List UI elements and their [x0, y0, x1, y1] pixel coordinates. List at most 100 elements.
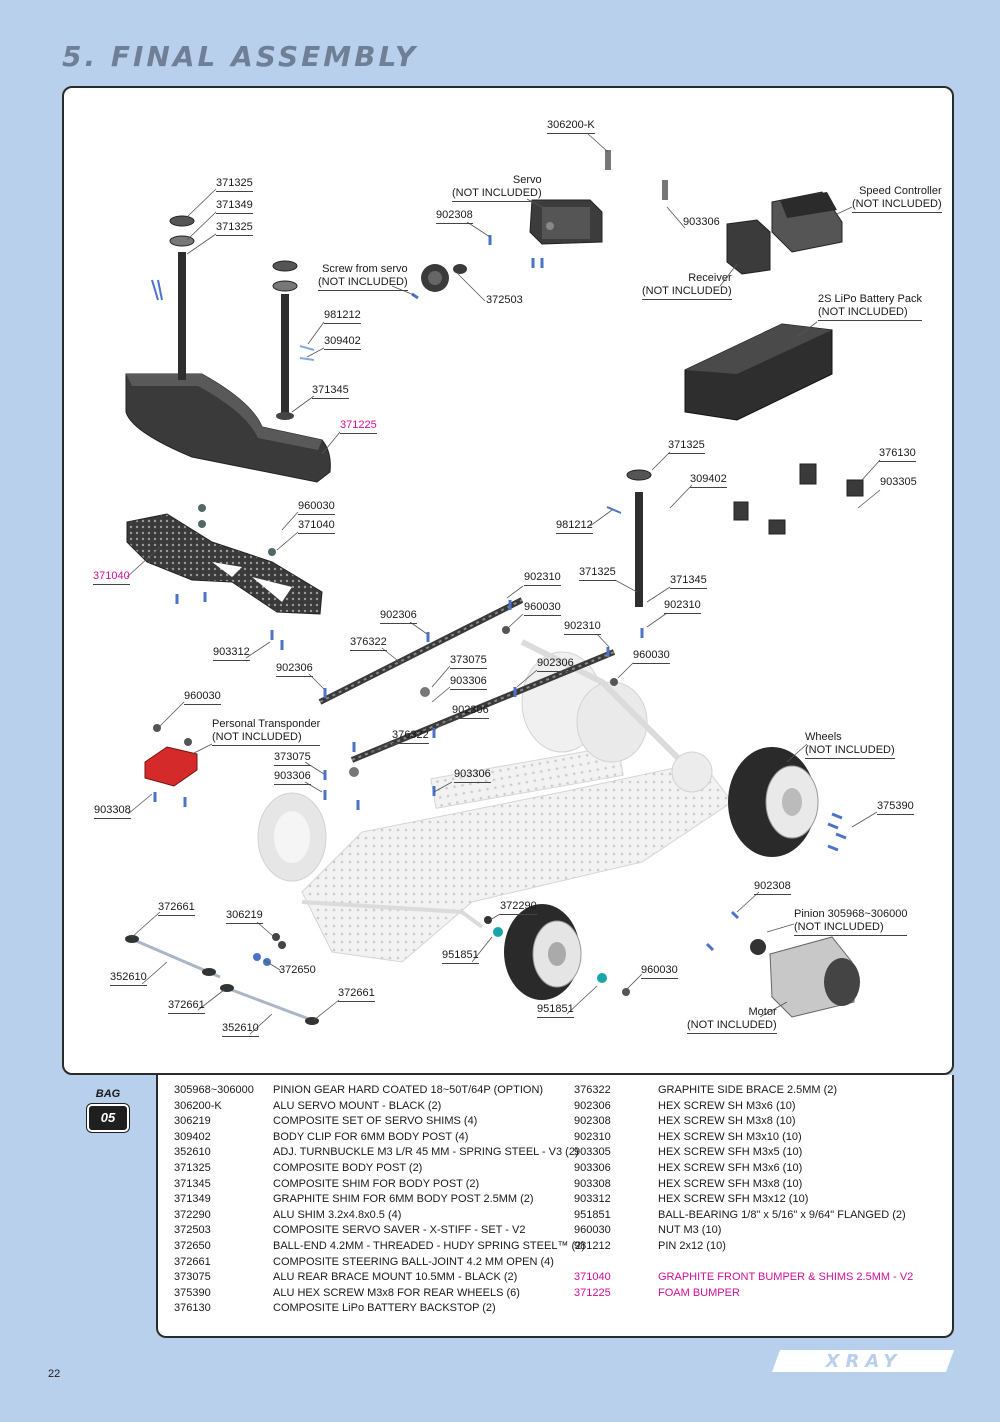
part-description: ALU HEX SCREW M3x8 FOR REAR WHEELS (6) [273, 1286, 520, 1299]
callout-label: 373075 [274, 751, 311, 766]
callout-label: 376322 [392, 729, 429, 744]
callout-label: 372503 [486, 294, 523, 306]
callout-label: 309402 [324, 335, 361, 350]
battery-pack [684, 323, 833, 421]
parts-list-row: 306219 COMPOSITE SET OF SERVO SHIMS (4) [174, 1114, 585, 1130]
battery-backstops [733, 463, 864, 535]
part-description: HEX SCREW SFH M3x12 (10) [658, 1193, 809, 1206]
callout-label: 371325 [216, 177, 253, 192]
part-description: HEX SCREW SH M3x8 (10) [658, 1115, 796, 1128]
part-description: COMPOSITE SET OF SERVO SHIMS (4) [273, 1115, 478, 1128]
callout-label: 372650 [279, 964, 316, 976]
callout-label: 375390 [877, 800, 914, 815]
part-description: ALU REAR BRACE MOUNT 10.5MM - BLACK (2) [273, 1271, 518, 1284]
part-description: COMPOSITE SERVO SAVER - X-STIFF - SET - … [273, 1224, 526, 1237]
parts-list-row: 371349 GRAPHITE SHIM FOR 6MM BODY POST 2.… [174, 1192, 585, 1208]
callout-label: 960030 [633, 649, 670, 664]
callout-label: 960030 [641, 964, 678, 979]
steering-linkages [125, 933, 319, 1025]
callout-label: Screw from servo(NOT INCLUDED) [318, 263, 408, 291]
callout-label: 306200-K [547, 119, 595, 134]
motor [750, 936, 860, 1018]
part-description: GRAPHITE SHIM FOR 6MM BODY POST 2.5MM (2… [273, 1193, 534, 1206]
callout-label: 902306 [380, 609, 417, 624]
page-title: 5. FINAL ASSEMBLY [62, 40, 419, 73]
part-description: ADJ. TURNBUCKLE M3 L/R 45 MM - SPRING ST… [273, 1146, 579, 1159]
callout-label: 371325 [216, 221, 253, 236]
callout-label: Personal Transponder(NOT INCLUDED) [212, 718, 321, 746]
part-code: 306219 [174, 1115, 211, 1128]
callout-label: 376130 [879, 447, 916, 462]
part-description: HEX SCREW SH M3x6 (10) [658, 1099, 796, 1112]
part-description: PINION GEAR HARD COATED 18~50T/64P (OPTI… [273, 1084, 544, 1096]
callout-label: 902310 [564, 620, 601, 635]
bag-badge: BAG 05 [86, 1088, 130, 1132]
part-code: 371349 [174, 1193, 211, 1206]
page-number: 22 [48, 1368, 61, 1380]
callout-label: 902306 [537, 657, 574, 672]
callout-label-highlight: 371040 [93, 570, 130, 585]
part-description: COMPOSITE STEERING BALL-JOINT 4.2 MM OPE… [273, 1255, 554, 1268]
parts-list: 305968~306000 PINION GEAR HARD COATED 18~… [156, 1075, 954, 1338]
part-description: HEX SCREW SFH M3x8 (10) [658, 1177, 803, 1190]
callout-label-highlight: 371225 [340, 419, 377, 434]
callout-label: 902306 [276, 662, 313, 677]
callout-label: 981212 [556, 519, 593, 534]
callout-label: 371040 [298, 519, 335, 534]
callout-label: 951851 [537, 1003, 574, 1018]
small-hardware [153, 600, 847, 996]
callout-label: 309402 [690, 473, 727, 488]
side-braces [318, 597, 616, 763]
callout-label: 903305 [880, 476, 917, 488]
part-code: 372290 [174, 1208, 211, 1221]
part-description: BODY CLIP FOR 6MM BODY POST (4) [273, 1130, 469, 1143]
part-description: NUT M3 (10) [658, 1224, 722, 1237]
part-code: 981212 [574, 1239, 611, 1252]
leader-lines [126, 132, 881, 1035]
chassis-background [257, 639, 733, 963]
personal-transponder [144, 746, 198, 787]
servo-group [411, 150, 668, 300]
callout-label: 372290 [500, 900, 537, 915]
part-description: PIN 2x12 (10) [658, 1239, 726, 1252]
part-code: 376130 [174, 1302, 211, 1315]
callout-label: 372661 [158, 901, 195, 916]
part-description: FOAM BUMPER [658, 1286, 740, 1299]
parts-list-row: 371040 GRAPHITE FRONT BUMPER & SHIMS 2.5M… [574, 1270, 913, 1286]
xray-logo: XRAY [772, 1348, 958, 1379]
part-description: GRAPHITE FRONT BUMPER & SHIMS 2.5MM - V2 [658, 1271, 914, 1284]
part-code: 371040 [574, 1271, 611, 1284]
part-code: 903305 [574, 1146, 611, 1159]
callout-label: 371349 [216, 199, 253, 214]
callout-label: Speed Controller(NOT INCLUDED) [852, 185, 942, 213]
callout-label: 2S LiPo Battery Pack(NOT INCLUDED) [818, 293, 922, 321]
part-code: 373075 [174, 1271, 211, 1284]
callout-label: 903306 [454, 768, 491, 783]
part-code: 352610 [174, 1146, 211, 1159]
callout-label: 372661 [338, 987, 375, 1002]
callout-label: Wheels(NOT INCLUDED) [805, 731, 895, 759]
part-code: 309402 [174, 1130, 211, 1143]
part-code: 305968~306000 [174, 1084, 254, 1096]
part-description: ALU SERVO MOUNT - BLACK (2) [273, 1099, 442, 1112]
part-code: 902306 [574, 1099, 611, 1112]
part-code: 903312 [574, 1193, 611, 1206]
parts-list-row [574, 1255, 913, 1271]
part-code: 903306 [574, 1161, 611, 1174]
part-code: 371345 [174, 1177, 211, 1190]
rear-wheel-right [728, 747, 819, 857]
callout-label: 960030 [524, 601, 561, 616]
callout-label: 960030 [298, 500, 335, 515]
parts-list-row: 902306 HEX SCREW SH M3x6 (10) [574, 1099, 913, 1115]
callout-label: 903306 [450, 675, 487, 690]
